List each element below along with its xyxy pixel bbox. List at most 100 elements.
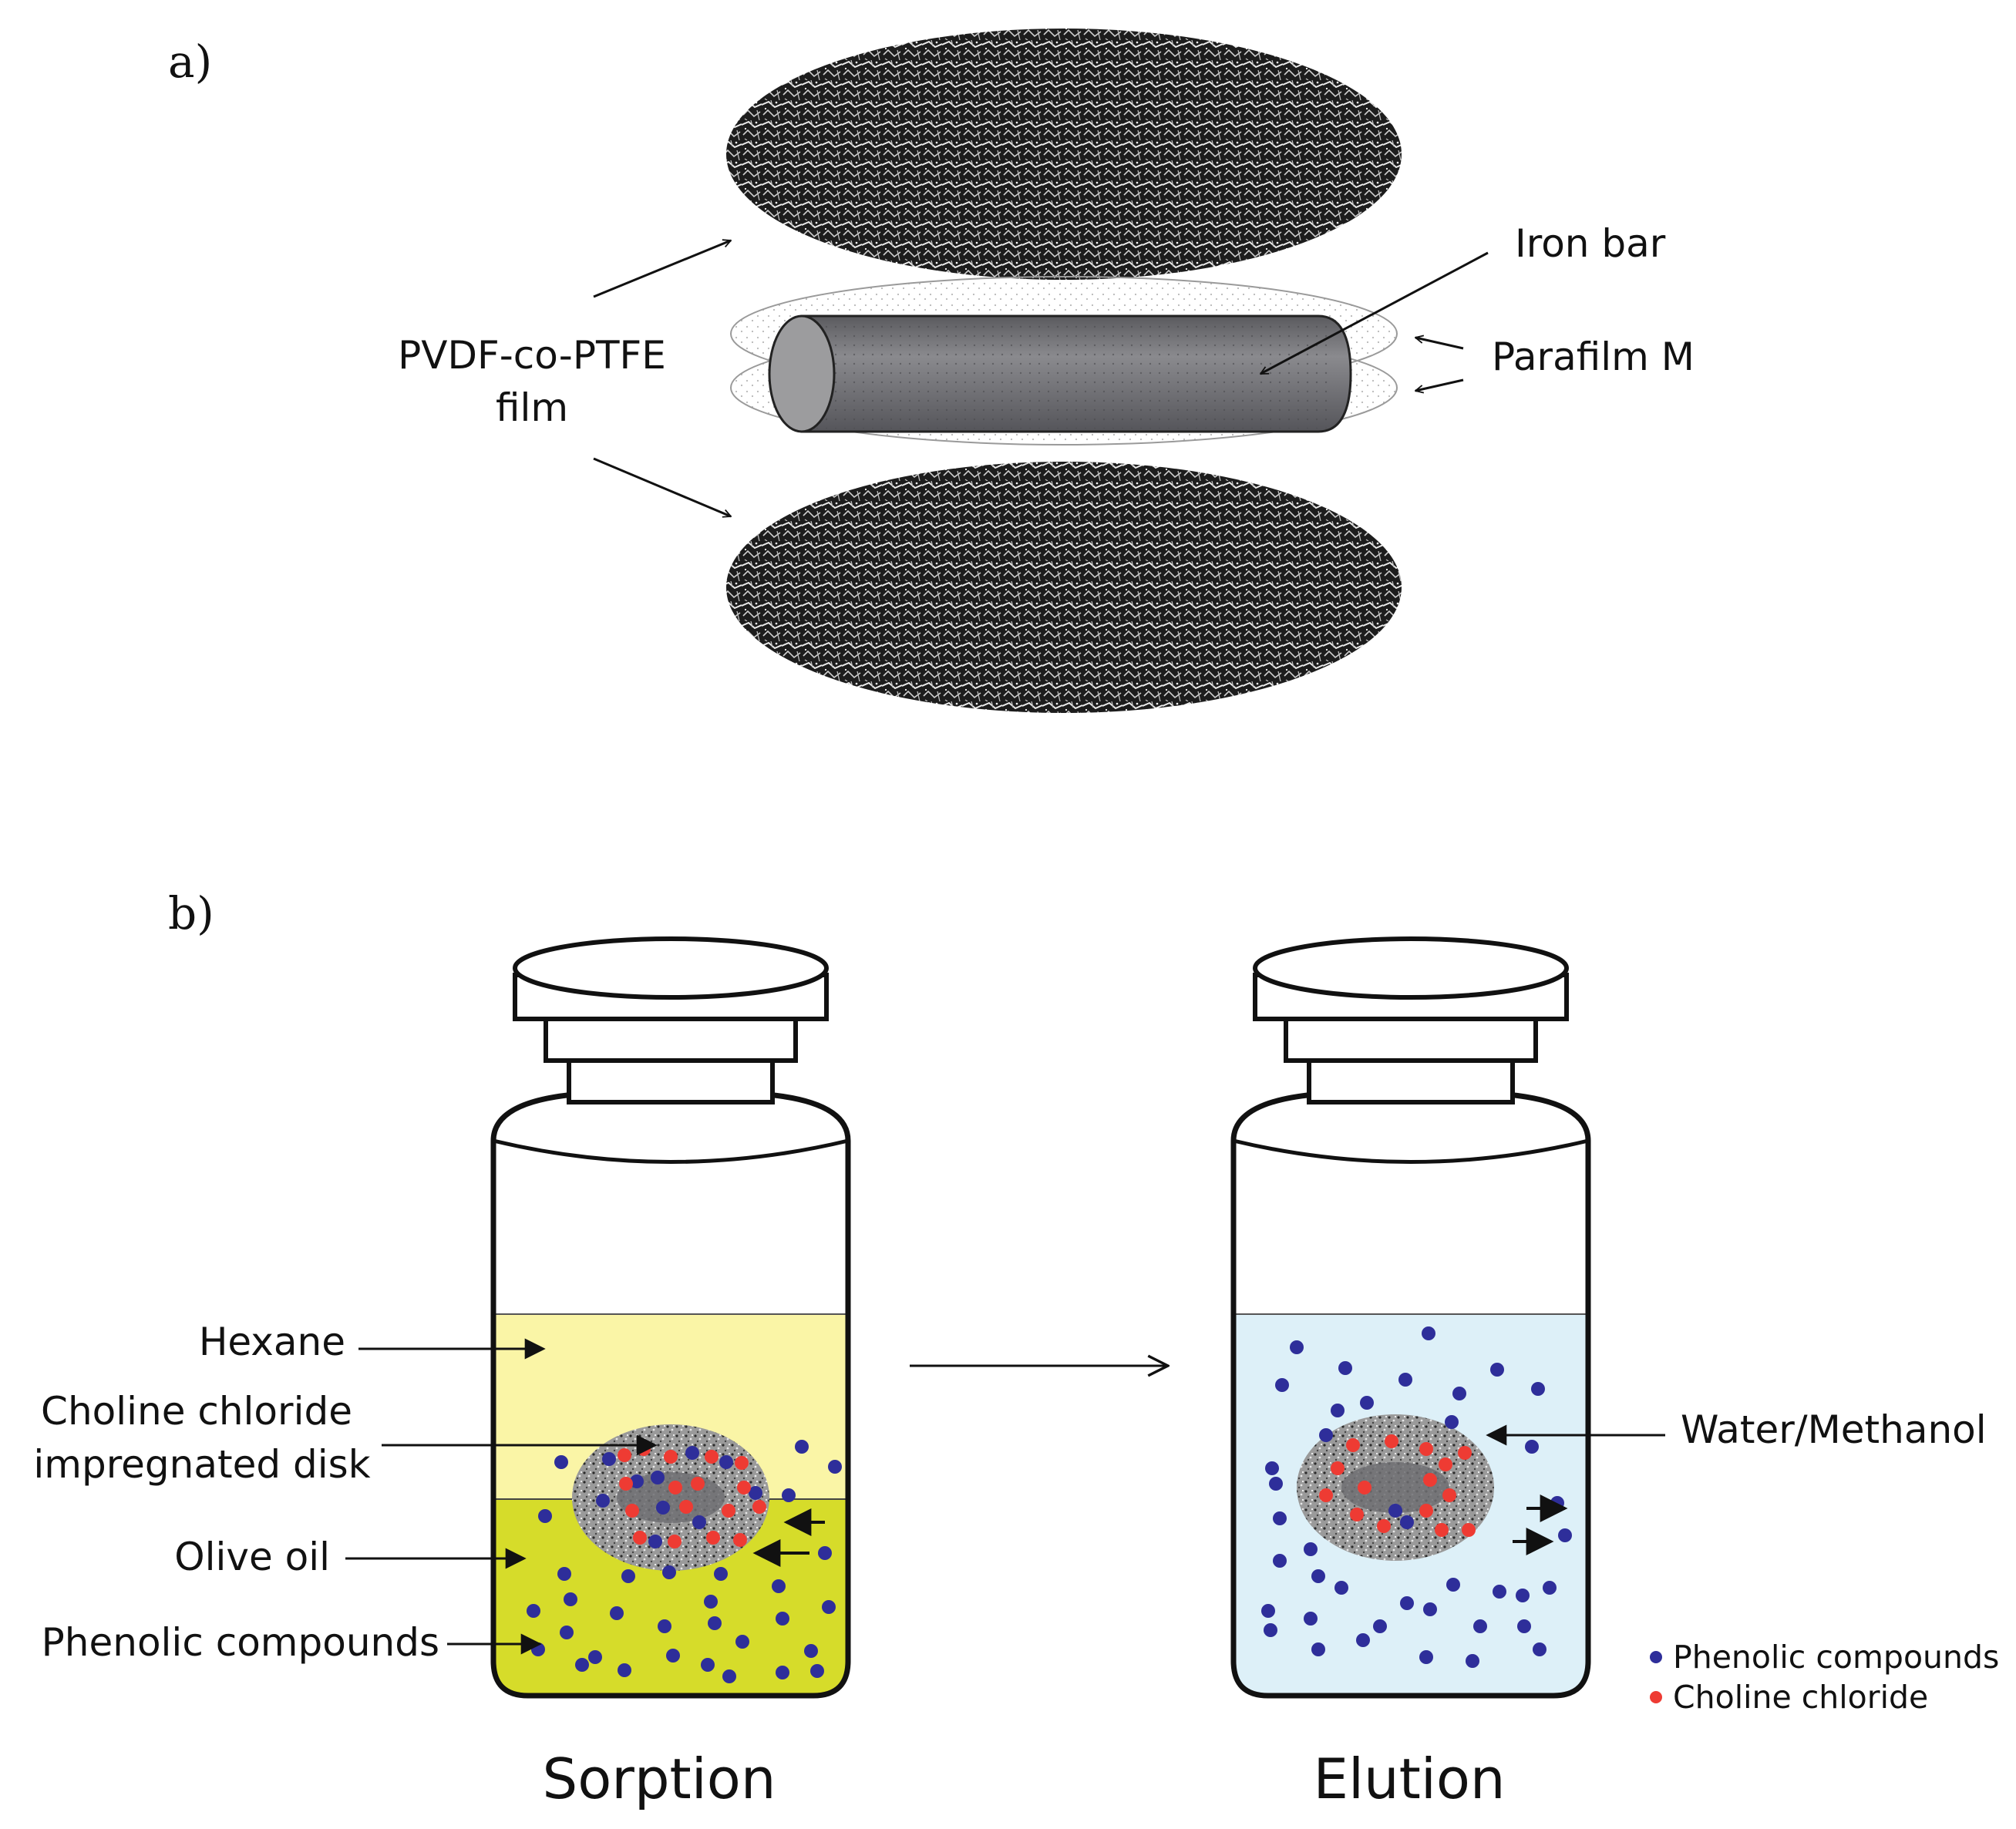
choline-dot [1419,1504,1433,1518]
phenolic-dot [557,1567,571,1581]
phenolic-dot [560,1626,574,1639]
phenolic-dot [1290,1340,1304,1354]
pvdf-film-arrow-top [593,240,731,298]
legend-phenolic-dot [1650,1651,1662,1663]
choline-dot [706,1531,720,1545]
choline-dot [618,1448,631,1462]
phenolic-dot [658,1619,671,1633]
phenolic-dot [538,1509,552,1523]
phenolic-dot [1473,1619,1487,1633]
phenolic-dot [1388,1504,1402,1518]
phenolic-dot [575,1658,589,1672]
hexane-label: Hexane [199,1320,345,1364]
legend-phenolic-label: Phenolic compounds [1673,1639,1999,1676]
phenolic-dot [1452,1387,1466,1400]
sorption-vial-cap [513,936,829,1021]
choline-dot [705,1450,719,1464]
phenolic-dot [1304,1612,1318,1626]
phenolic-dot [1516,1589,1530,1602]
phenolic-dot [1304,1542,1318,1556]
phenolic-dot [1275,1378,1289,1392]
phenolic-dot [1558,1528,1572,1542]
choline-dot [1377,1519,1391,1533]
phenolic-dot [1533,1642,1546,1656]
phenolic-dot [564,1592,577,1606]
phenolic-dot [1400,1596,1414,1610]
choline-dot [1458,1446,1472,1460]
phenolic-dot [648,1535,662,1548]
panel-b-letter: b) [168,887,214,940]
choline-dot [733,1533,747,1547]
phenolic-dot [1273,1511,1287,1525]
phenolic-dot [1311,1569,1325,1583]
parafilm-arrow-top [1415,338,1464,350]
elution-caption: Elution [1313,1747,1505,1811]
phenolic-dot [1422,1326,1435,1340]
elution-dots [1261,1326,1572,1668]
choline-dot [1346,1438,1360,1452]
phenolic-dot [795,1440,809,1454]
legend: Phenolic compounds Choline chloride [1650,1639,1999,1716]
choline-dot [1423,1473,1437,1487]
pvdf-film-label-line2: film [496,385,568,430]
phenolic-dot [818,1546,832,1560]
choline-dot [619,1477,633,1491]
phenolic-dot [776,1666,789,1679]
choline-dot [1419,1442,1433,1456]
phenolic-dot [554,1455,568,1469]
phenolic-dot [1360,1396,1374,1410]
choline-dot [1331,1461,1345,1475]
phenolic-dot [1356,1633,1370,1647]
pvdf-film-label-line1: PVDF-co-PTFE [398,333,666,378]
phenolic-dot [1334,1581,1348,1595]
iron-bar-label: Iron bar [1515,221,1666,266]
phenolic-label: Phenolic compounds [42,1620,439,1665]
phenolic-dot [704,1595,718,1609]
phenolic-dot [1373,1619,1387,1633]
olive-oil-label: Olive oil [174,1535,330,1579]
phenolic-dot [1419,1650,1433,1664]
phenolic-dot [1269,1477,1283,1491]
phenolic-dot [1445,1415,1459,1429]
phenolic-dot [1273,1554,1287,1568]
choline-dot [722,1504,735,1518]
choline-dot [664,1450,678,1464]
phenolic-dot [1311,1642,1325,1656]
panel-a-letter: a) [168,35,212,88]
choline-dot [633,1531,647,1545]
phenolic-dot [782,1488,796,1502]
phenolic-dot [685,1446,699,1460]
disk-label-line2: impregnated disk [33,1442,370,1487]
choline-dot [737,1481,751,1494]
phenolic-dot [588,1650,602,1664]
phenolic-dot [621,1569,635,1583]
choline-dot [1385,1434,1398,1448]
phenolic-dot [610,1606,624,1620]
phenolic-dot [662,1565,676,1579]
phenolic-dot [1493,1585,1506,1599]
panel-a: a) PVDF-co-PTFE film Iron bar Parafilm M [168,29,1695,713]
phenolic-dot [810,1664,824,1678]
phenolic-dot [1398,1373,1412,1387]
choline-dot [1319,1488,1333,1502]
phenolic-dot [714,1567,728,1581]
phenolic-dot [749,1486,762,1500]
phenolic-dot [602,1452,616,1466]
phenolic-dot [822,1600,836,1614]
phenolic-dot [828,1460,842,1474]
choline-dot [1439,1457,1452,1471]
choline-dot [668,1481,682,1494]
phenolic-dot [1400,1515,1414,1529]
choline-dot [752,1500,766,1514]
choline-dot [1358,1481,1371,1494]
sorption-caption: Sorption [543,1747,776,1811]
phenolic-dot [804,1644,818,1658]
phenolic-dot [656,1501,670,1515]
phenolic-dot [1490,1363,1504,1377]
phenolic-dot [1338,1361,1352,1375]
choline-dot [625,1504,639,1518]
iron-bar-arrow [1260,251,1489,375]
phenolic-dot [735,1635,749,1649]
bottom-pvdf-film-disk [726,462,1402,713]
